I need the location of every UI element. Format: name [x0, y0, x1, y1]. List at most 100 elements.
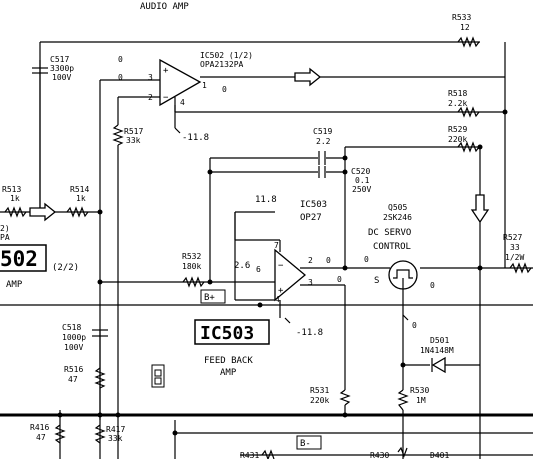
- ic503-pin3: 3: [308, 278, 313, 287]
- r533-value: 12: [460, 23, 470, 32]
- ic503-minus-sign: −: [278, 261, 284, 271]
- ic502-part: OPA2132PA: [200, 60, 244, 69]
- r518-ref: R518: [448, 89, 467, 98]
- r514-resistor: [66, 206, 89, 218]
- ic502-minus-sign: −: [163, 93, 169, 103]
- ic502-block-caption: AMP: [6, 280, 23, 290]
- d501-ref: D501: [430, 336, 449, 345]
- ic502-vin-plus: 0: [118, 55, 123, 64]
- c518-value: 1000p: [62, 333, 86, 342]
- ic503-pin7: 7: [274, 241, 279, 250]
- ic503-vin: 2.6: [234, 261, 250, 271]
- b-plus-label: B+: [204, 293, 215, 303]
- ic503-label: IC503: [200, 323, 254, 344]
- q505-drain-voltage: 0: [430, 281, 435, 290]
- r530-ref: R530: [410, 386, 429, 395]
- r517-ref: R517: [124, 127, 143, 136]
- r514-ref: R514: [70, 185, 89, 194]
- diagram-title: AUDIO AMP: [140, 2, 189, 12]
- c517-voltage: 100V: [52, 73, 71, 82]
- ic503-pin2: 2: [308, 256, 313, 265]
- c519-capacitor: [318, 150, 326, 166]
- r527-resistor: [509, 262, 532, 274]
- q505-ref: Q505: [388, 203, 407, 212]
- signal-arrow-left-input: [29, 202, 57, 222]
- ic503-vpos: 11.8: [255, 195, 277, 205]
- r416-value: 47: [36, 433, 46, 442]
- r513-ref: R513: [2, 185, 21, 194]
- ic502-opamp: [159, 58, 202, 107]
- ic503-v3: 0: [337, 275, 342, 284]
- b-plus-box: [200, 289, 226, 304]
- d501-part: 1N4148M: [420, 346, 454, 355]
- r518-value: 2.2k: [448, 99, 467, 108]
- ic502-plus-sign: +: [163, 66, 169, 76]
- ic502-pin4: 4: [180, 98, 185, 107]
- left-fragment-2: PA: [0, 233, 10, 242]
- ic503-vneg: -11.8: [296, 328, 323, 338]
- r416-resistor: [54, 424, 66, 444]
- ic502-vneg: -11.8: [182, 133, 209, 143]
- ic502-ref: IC502 (1/2): [200, 51, 253, 60]
- q505-source-label: S: [374, 276, 379, 286]
- r531-ref: R531: [310, 386, 329, 395]
- c517-ref: C517: [50, 55, 69, 64]
- c517-capacitor: [32, 67, 48, 74]
- ic503-label-box: [194, 319, 270, 345]
- ic502-vin3: 0: [118, 73, 123, 82]
- c519-value: 2.2: [316, 137, 331, 146]
- left-fragment-1: 2): [0, 224, 10, 233]
- r417-ref: R417: [106, 425, 125, 434]
- r513-resistor: [4, 206, 27, 218]
- r533-resistor: [457, 36, 480, 48]
- test-point-icon-inner: [154, 369, 162, 377]
- r430-ref: R430: [370, 451, 389, 459]
- c517-value: 3300p: [50, 64, 74, 73]
- c520-voltage: 250V: [352, 185, 371, 194]
- q505-source-voltage: 0: [364, 255, 369, 264]
- r516-ref: R516: [64, 365, 83, 374]
- ic503-pin6: 6: [256, 265, 261, 274]
- ic502-vout: 0: [222, 85, 227, 94]
- q505-part: 2SK246: [383, 213, 412, 222]
- ic503-caption-1: FEED BACK: [204, 356, 253, 366]
- ic502-block-suffix: (2/2): [52, 263, 79, 273]
- ic503-part: OP27: [300, 213, 322, 223]
- c519-ref: C519: [313, 127, 332, 136]
- ic503-vout: 0: [326, 256, 331, 265]
- r532-value: 180k: [182, 262, 201, 271]
- ic502-pin2: 2: [148, 93, 153, 102]
- r430-resistor: [397, 446, 408, 458]
- r431-ref: R431: [240, 451, 259, 459]
- r417-resistor: [94, 424, 106, 444]
- b-minus-box: [296, 435, 322, 450]
- ic503-pin4: 4: [275, 295, 280, 304]
- r417-value: 33k: [108, 434, 123, 443]
- r530-resistor: [397, 389, 409, 411]
- r513-value: 1k: [10, 194, 20, 203]
- c518-voltage: 100V: [64, 343, 83, 352]
- signal-arrow-down: [470, 194, 490, 224]
- r527-ref: R527: [503, 233, 522, 242]
- ic503-caption-2: AMP: [220, 368, 237, 378]
- ic503-opamp: [274, 248, 307, 302]
- b-minus-label: B-: [300, 439, 311, 449]
- r533-ref: R533: [452, 13, 471, 22]
- q505-gate-voltage: 0: [412, 321, 417, 330]
- d401-ref: D401: [430, 451, 449, 459]
- c520-capacitor: [318, 165, 326, 179]
- r530-value: 1M: [416, 396, 426, 405]
- r529-value: 220k: [448, 135, 467, 144]
- r531-resistor: [339, 389, 351, 406]
- r527-value2: 1/2W: [505, 253, 524, 262]
- r517-value: 33k: [126, 136, 141, 145]
- ic502-block-label-box: [0, 244, 47, 272]
- r527-value: 33: [510, 243, 520, 252]
- r416-ref: R416: [30, 423, 49, 432]
- r518-resistor: [457, 106, 480, 118]
- q505-caption-2: CONTROL: [373, 242, 411, 252]
- ic503-ref: IC503: [300, 200, 327, 210]
- r514-value: 1k: [76, 194, 86, 203]
- r529-resistor: [457, 141, 480, 153]
